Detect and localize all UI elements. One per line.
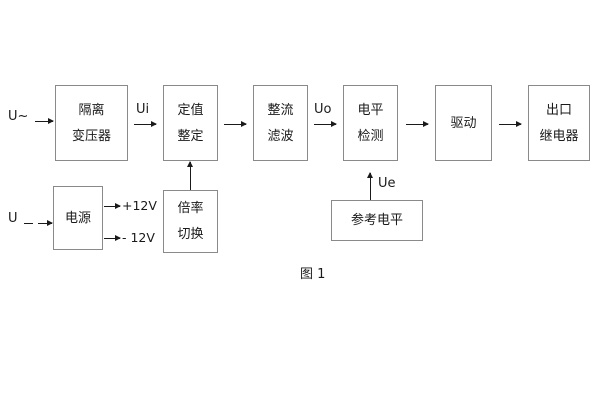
block-output-relay: 出口 继电器 [528, 85, 590, 161]
dc-input-label: U [8, 211, 18, 226]
ue-signal-label: Ue [378, 176, 396, 191]
block-output-relay-line-1: 出口 [545, 102, 572, 118]
block-rectify-filter: 整流 滤波 [253, 85, 308, 161]
block-output-relay-line-2: 继电器 [539, 128, 579, 144]
block-power-supply: 电源 [53, 186, 103, 250]
block-setting-value-line-1: 定值 [177, 102, 204, 118]
drive-to-relay-arrow [499, 121, 522, 127]
dc-input-dash-1 [24, 223, 33, 224]
level-to-drive-arrow [406, 121, 429, 127]
ui-signal-label: Ui [136, 102, 150, 117]
block-level-detection-line-1: 电平 [357, 102, 384, 118]
uo-signal-label: Uo [314, 102, 332, 117]
rail-positive-label: +12V [122, 198, 157, 213]
block-isolation-transformer-line-1: 隔离 [78, 102, 105, 118]
setting-to-rectify-arrow [224, 121, 247, 127]
block-setting-value: 定值 整定 [163, 85, 218, 161]
ui-arrow [134, 121, 157, 127]
block-reference-level-line-1: 参考电平 [350, 213, 403, 228]
ac-input-label: U~ [8, 109, 29, 124]
ac-input-arrow [35, 118, 54, 124]
block-multiplier-switch: 倍率 切换 [163, 190, 218, 253]
block-isolation-transformer-line-2: 变压器 [71, 128, 111, 144]
block-rectify-filter-line-2: 滤波 [267, 128, 294, 144]
multiplier-to-setting-arrow [187, 161, 193, 190]
rail-negative-arrow [104, 235, 121, 241]
block-power-supply-line-1: 电源 [64, 210, 91, 226]
block-setting-value-line-2: 整定 [177, 128, 204, 144]
dc-input-arrow [38, 220, 53, 226]
block-drive-line-1: 驱动 [450, 115, 477, 131]
block-reference-level: 参考电平 [331, 200, 423, 241]
block-level-detection-line-2: 检测 [357, 128, 384, 144]
block-rectify-filter-line-1: 整流 [267, 102, 294, 118]
figure-caption: 图 1 [300, 267, 326, 282]
block-level-detection: 电平 检测 [343, 85, 398, 161]
block-multiplier-switch-line-2: 切换 [177, 227, 204, 242]
rail-positive-arrow [104, 203, 121, 209]
block-multiplier-switch-line-1: 倍率 [177, 201, 204, 216]
uo-arrow [314, 121, 337, 127]
rail-negative-label: - 12V [122, 230, 155, 245]
block-isolation-transformer: 隔离 变压器 [55, 85, 128, 161]
block-drive: 驱动 [435, 85, 492, 161]
ue-arrow [367, 172, 373, 200]
